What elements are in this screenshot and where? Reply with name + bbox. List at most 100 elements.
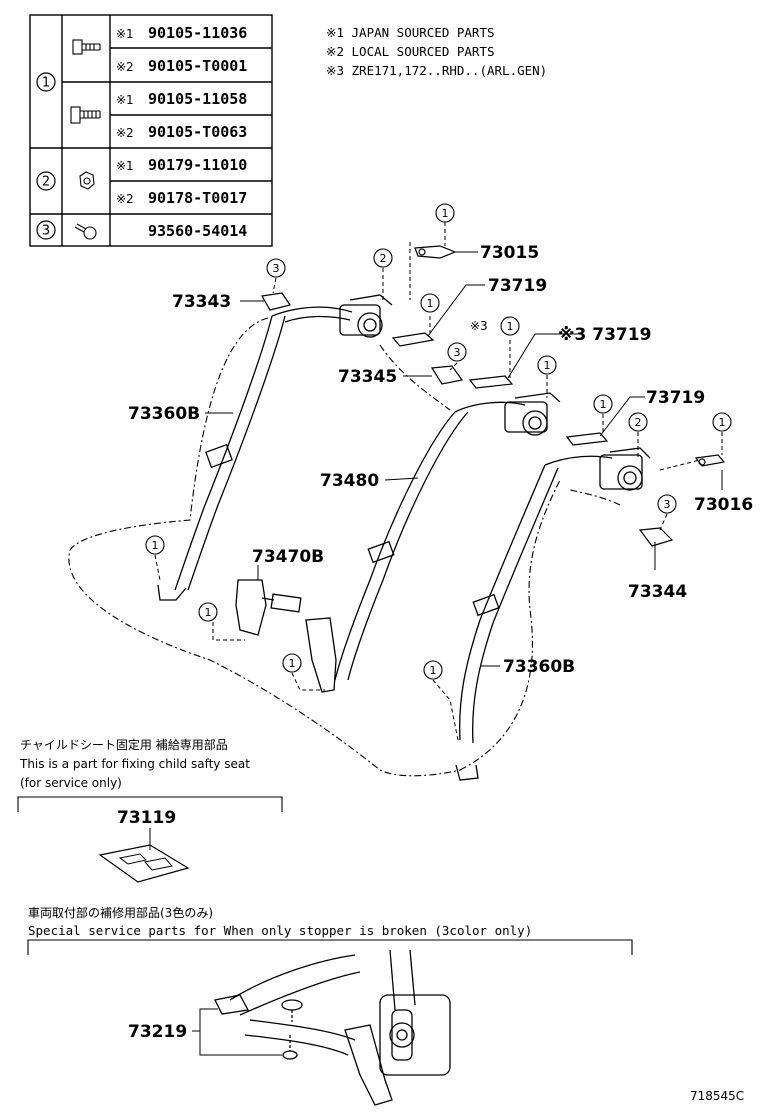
svg-text:1: 1 [544, 359, 551, 372]
callout-73719: 73719 [646, 388, 705, 408]
svg-text:90105-11058: 90105-11058 [148, 90, 247, 108]
left-outer-belt [157, 306, 353, 601]
group-3-mark: 3 [36, 220, 56, 240]
anchor-cover-73345 [430, 365, 464, 385]
circle-mark-1: 1 [420, 293, 440, 313]
screw-icon [74, 223, 97, 240]
group-2-mark: 2 [36, 171, 56, 191]
circle-mark-1: 1 [712, 412, 732, 432]
leader-lines [154, 222, 723, 741]
bracket-73719-a [391, 332, 435, 347]
svg-text:1: 1 [42, 76, 50, 91]
bolt-icon [72, 39, 101, 55]
legend: ※1 JAPAN SOURCED PARTS ※2 LOCAL SOURCED … [326, 25, 547, 78]
circle-mark-1: 1 [500, 316, 520, 336]
anchor-cover-73344 [638, 527, 674, 547]
stopper-callout-73219: 73219 [128, 1008, 282, 1056]
svg-text:1: 1 [289, 657, 296, 670]
svg-text:90178-T0017: 90178-T0017 [148, 189, 247, 207]
svg-text:90105-T0001: 90105-T0001 [148, 57, 247, 75]
right-retractor [599, 447, 651, 491]
svg-text:90105-T0063: 90105-T0063 [148, 123, 247, 141]
callout-73719: ※3 73719 [558, 325, 651, 345]
callout-73480: 73480 [320, 471, 379, 491]
svg-text:2: 2 [635, 416, 642, 429]
svg-text:This is a part for fixing chil: This is a part for fixing child safty se… [19, 757, 250, 771]
svg-text:1: 1 [600, 398, 607, 411]
svg-text:※2: ※2 [116, 60, 134, 74]
svg-text:※1: ※1 [116, 159, 134, 173]
svg-text:※2 LOCAL SOURCED PARTS: ※2 LOCAL SOURCED PARTS [326, 44, 495, 59]
bracket-73719-b [468, 375, 514, 389]
part-callouts: 73015 73719 ※3 ※3 73719 73719 73343 7334… [128, 243, 753, 677]
svg-text:93560-54014: 93560-54014 [148, 222, 247, 240]
fastener-table-group-marks: 1 2 3 [36, 72, 56, 240]
anchor-cover-73343 [261, 292, 291, 311]
circle-mark-1: 1 [423, 660, 443, 680]
svg-text:73119: 73119 [117, 808, 176, 828]
svg-text:2: 2 [42, 175, 50, 190]
circle-mark-1: 1 [198, 602, 218, 622]
callout-73016: 73016 [694, 495, 753, 515]
svg-text:1: 1 [719, 416, 726, 429]
fastener-table-cells: ※1 90105-11036 ※2 90105-T0001 ※1 90105-1… [116, 24, 247, 240]
buckle-assembly [235, 579, 337, 693]
svg-text:3: 3 [664, 498, 671, 511]
circle-mark-1: 1 [282, 653, 302, 673]
svg-text:3: 3 [454, 346, 461, 359]
svg-text:2: 2 [380, 252, 387, 265]
child-seat-note: チャイルドシート固定用 補給専用部品 This is a part for fi… [17, 737, 283, 812]
child-seat-anchor-73119: 73119 [98, 808, 190, 883]
circle-mark-3: 3 [447, 342, 467, 362]
callout-73470b: 73470B [252, 547, 324, 567]
svg-text:(for service only): (for service only) [20, 776, 122, 790]
svg-text:1: 1 [442, 207, 449, 220]
bolt-icon [70, 106, 101, 124]
callout-73343: 73343 [172, 292, 231, 312]
circle-marks: 1 2 3 1 1 3 1 1 2 1 3 1 1 1 1 [145, 203, 732, 680]
circle-mark-3: 3 [266, 258, 286, 278]
svg-text:車両取付部の補修用部品(3色のみ): 車両取付部の補修用部品(3色のみ) [28, 905, 213, 920]
circle-mark-1: 1 [593, 394, 613, 414]
seat-outline [68, 317, 621, 777]
svg-text:1: 1 [430, 664, 437, 677]
circle-mark-1: 1 [145, 535, 165, 555]
nut-icon [79, 171, 95, 190]
svg-text:1: 1 [507, 320, 514, 333]
svg-text:73219: 73219 [128, 1022, 187, 1042]
bracket-73015 [414, 245, 457, 259]
right-outer-belt [455, 455, 613, 781]
label-leaders [205, 251, 723, 667]
svg-text:※2: ※2 [116, 126, 134, 140]
svg-text:90179-11010: 90179-11010 [148, 156, 247, 174]
svg-text:3: 3 [273, 262, 280, 275]
callout-73015: 73015 [480, 243, 539, 263]
center-retractor [504, 392, 561, 436]
callout-73360b-right: 73360B [503, 657, 575, 677]
svg-text:1: 1 [152, 539, 159, 552]
svg-text:※2: ※2 [116, 192, 134, 206]
bracket-73719-c [565, 432, 609, 446]
svg-text:※1 JAPAN SOURCED PARTS: ※1 JAPAN SOURCED PARTS [326, 25, 495, 40]
group-1-mark: 1 [36, 72, 56, 92]
fastener-table [29, 14, 273, 247]
svg-text:チャイルドシート固定用 補給専用部品: チャイルドシート固定用 補給専用部品 [20, 737, 228, 752]
circle-mark-1: 1 [537, 355, 557, 375]
callout-73345: 73345 [338, 367, 397, 387]
svg-text:※1: ※1 [116, 93, 134, 107]
circle-mark-1: 1 [435, 203, 455, 223]
circle-mark-3: 3 [657, 494, 677, 514]
svg-text:※3 ZRE171,172..RHD..(ARL.GEN): ※3 ZRE171,172..RHD..(ARL.GEN) [326, 63, 547, 78]
svg-text:Special service parts for: Special service parts for When only stop… [28, 923, 532, 938]
figure-id: 718545C [690, 1089, 744, 1103]
svg-text:90105-11036: 90105-11036 [148, 24, 247, 42]
center-belt [334, 401, 526, 681]
bracket-73016 [694, 454, 726, 467]
stopper-detail [214, 949, 451, 1106]
left-retractor [339, 294, 393, 338]
callout-73719: 73719 [488, 276, 547, 296]
svg-text:※1: ※1 [116, 27, 134, 41]
svg-text:1: 1 [205, 606, 212, 619]
callout-mark-3: ※3 [470, 319, 488, 333]
